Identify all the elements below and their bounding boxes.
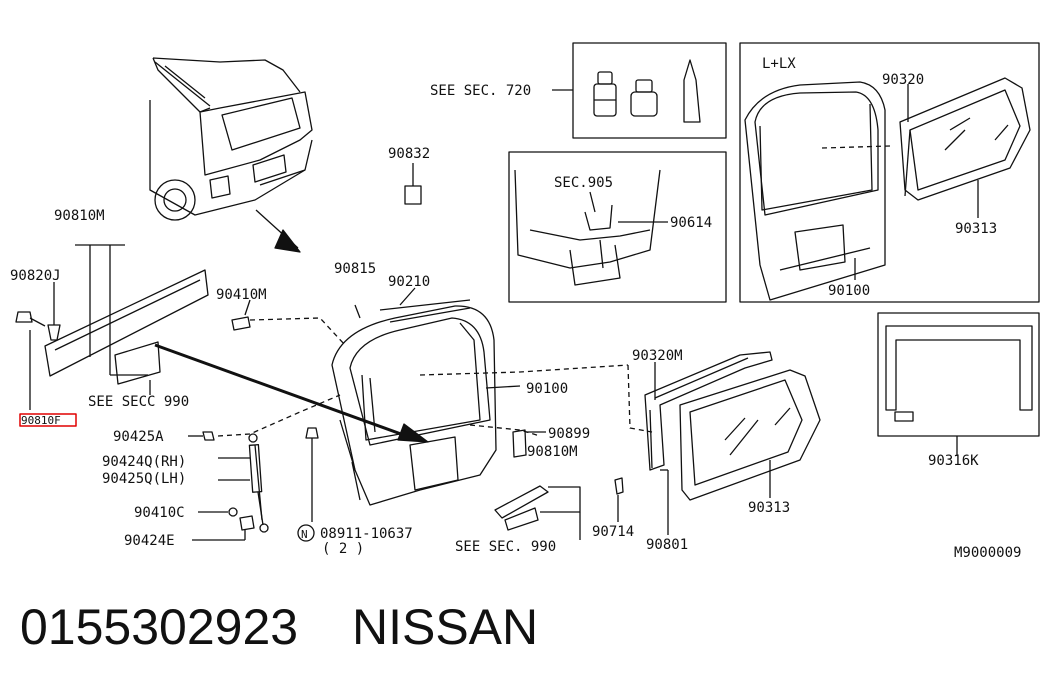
- glass-90313: [679, 369, 821, 501]
- bracket-90410m: [231, 299, 346, 346]
- label-ref-code: M9000009: [954, 545, 1021, 561]
- label-90210: 90210: [388, 274, 430, 290]
- label-08911: 08911-10637: [320, 526, 413, 542]
- label-90714: 90714: [592, 524, 634, 540]
- parts-diagram: SEE SEC. 720 L+LX 90320 90313 90100 9083…: [10, 42, 1040, 561]
- label-90424q: 90424Q(RH): [102, 454, 186, 470]
- label-90425a: 90425A: [113, 429, 164, 445]
- bolt-08911: [305, 427, 319, 522]
- label-see-secc-990: SEE SECC 990: [88, 394, 189, 410]
- van-pointer-arrowhead: [274, 229, 301, 253]
- labels: SEE SEC. 720 L+LX 90320 90313 90100 9083…: [10, 56, 1021, 561]
- emblem-right: [494, 485, 581, 540]
- label-90832: 90832: [388, 146, 430, 162]
- label-90820j: 90820J: [10, 268, 61, 284]
- label-90320-top: 90320: [882, 72, 924, 88]
- label-90100-main: 90100: [526, 381, 568, 397]
- clip-90714: [614, 477, 624, 495]
- label-90424e: 90424E: [124, 533, 175, 549]
- l-lx-glass: [899, 77, 1031, 201]
- label-n-symbol: N: [301, 528, 308, 541]
- label-90316k: 90316K: [928, 453, 979, 469]
- footer: 0155302923 NISSAN: [20, 598, 538, 668]
- molding-box: [877, 312, 1040, 437]
- n-symbol-circle: [297, 524, 315, 542]
- sealant-box: [572, 42, 727, 139]
- label-90815: 90815: [334, 261, 376, 277]
- label-l-lx: L+LX: [762, 56, 796, 72]
- label-sec905: SEC.905: [554, 175, 613, 191]
- clip-90820j: [47, 282, 61, 341]
- finisher-strip: [44, 244, 209, 385]
- label-90801: 90801: [646, 537, 688, 553]
- label-90810f: 90810F: [21, 414, 61, 427]
- sec905-box: [508, 151, 727, 303]
- label-90425q: 90425Q(LH): [102, 471, 186, 487]
- l-lx-backdoor-outline: [744, 81, 886, 301]
- backdoor-latch-detail: [514, 169, 661, 286]
- label-90313-top: 90313: [955, 221, 997, 237]
- brand-name: NISSAN: [351, 599, 539, 655]
- bolt-90424e: [192, 515, 255, 541]
- label-90899: 90899: [548, 426, 590, 442]
- label-90313-bottom: 90313: [748, 500, 790, 516]
- label-90320m: 90320M: [632, 348, 683, 364]
- part-number: 0155302923: [20, 599, 299, 655]
- label-see-sec-720: SEE SEC. 720: [430, 83, 531, 99]
- label-90100-top: 90100: [828, 283, 870, 299]
- sealant-bottle-icon: [593, 71, 617, 117]
- primer-bottle-icon: [630, 79, 658, 117]
- l-lx-box: [739, 42, 1040, 303]
- screw-90810f: [15, 311, 46, 410]
- plug-90899: [512, 429, 527, 458]
- highlight-box: [19, 413, 77, 427]
- molding-90316k: [885, 325, 1033, 422]
- bolt-90425a: [188, 431, 215, 441]
- van-illustration: [149, 57, 313, 221]
- label-qty-2: ( 2 ): [322, 541, 364, 557]
- clip-90832: [404, 185, 422, 205]
- gas-stay: [217, 394, 341, 533]
- label-90410m: 90410M: [216, 287, 267, 303]
- weatherstrip-90320m: [644, 351, 773, 471]
- label-90810m-right: 90810M: [527, 444, 578, 460]
- label-90614: 90614: [670, 215, 712, 231]
- label-90810m-left: 90810M: [54, 208, 105, 224]
- nut-90410c: [198, 507, 238, 517]
- main-backdoor-outline: [331, 299, 497, 506]
- label-see-sec-990-b: SEE SEC. 990: [455, 539, 556, 555]
- label-90410c: 90410C: [134, 505, 185, 521]
- adhesive-tube-icon: [683, 59, 701, 123]
